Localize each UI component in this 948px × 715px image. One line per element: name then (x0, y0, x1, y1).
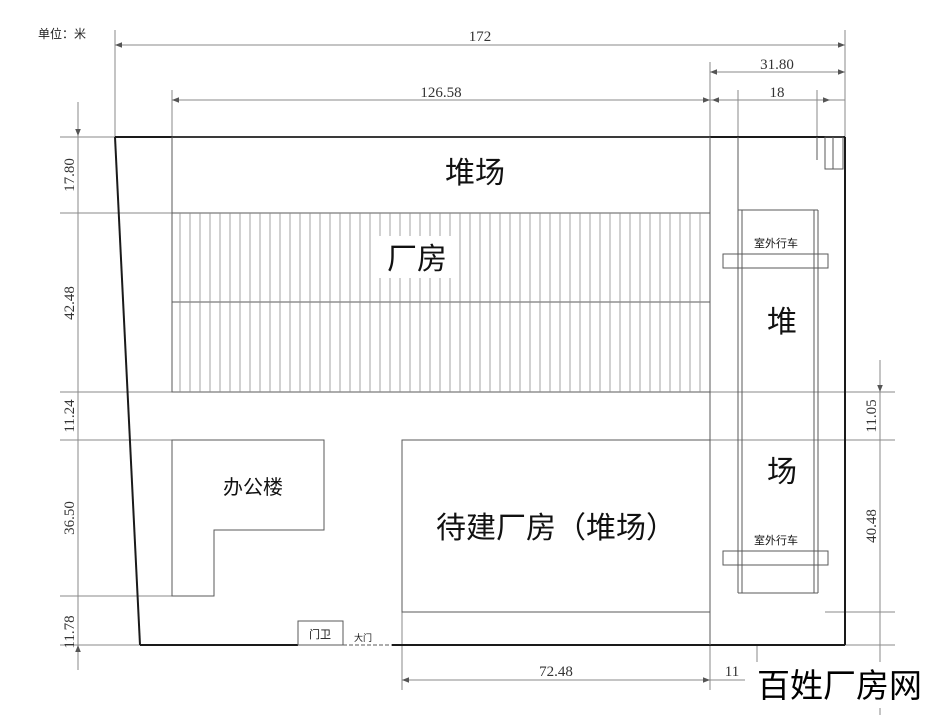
dim-right-h2: 40.48 (864, 509, 880, 543)
yard-top-area (171, 136, 711, 214)
right-yard (709, 136, 844, 645)
plant-roof-stripes (179, 213, 701, 392)
office-label: 办公楼 (223, 475, 283, 499)
crane-bottom-label: 室外行车 (754, 533, 798, 547)
dim-right-section: 31.80 (760, 57, 794, 73)
dim-total-width: 172 (469, 29, 492, 45)
dim-crane-span: 18 (770, 85, 785, 101)
dim-main-length: 126.58 (420, 85, 461, 101)
dim-left-h5: 11.78 (62, 615, 78, 648)
crane-top-label: 室外行车 (754, 236, 798, 250)
future-plant-area (401, 439, 711, 613)
unit-label: 单位：米 (38, 26, 86, 41)
dim-bottom-width: 72.48 (539, 664, 573, 680)
watermark-text: 百姓厂房网 (757, 666, 922, 705)
top-dimensions: 172 31.80 126.58 18 (114, 29, 846, 137)
crane-top (722, 253, 829, 269)
site-boundary (114, 136, 846, 646)
guard-house (297, 620, 344, 646)
plant-building (171, 212, 711, 393)
dim-bottom-small: 11 (725, 664, 739, 680)
dim-left-h1: 17.80 (62, 158, 78, 192)
dim-left-h2: 42.48 (62, 286, 78, 320)
guard-label: 门卫 (309, 627, 331, 641)
dim-left-h3: 11.24 (62, 399, 78, 433)
dim-right-h1: 11.05 (864, 399, 880, 432)
gate-label: 大门 (354, 632, 372, 644)
office-building (171, 439, 325, 597)
yard-top-label: 堆场 (445, 156, 505, 191)
yard-right-bottom-label: 场 (767, 455, 797, 490)
plant-label: 厂房 (387, 242, 447, 277)
dim-left-h4: 36.50 (62, 501, 78, 535)
yard-right-top-label: 堆 (767, 305, 797, 340)
crane-bottom (722, 550, 829, 566)
bottom-dimensions: 72.48 11 (401, 612, 758, 690)
left-dimensions: 17.80 42.48 11.24 36.50 11.78 (60, 102, 172, 670)
future-plant-label: 待建厂房（堆场） (436, 511, 676, 546)
